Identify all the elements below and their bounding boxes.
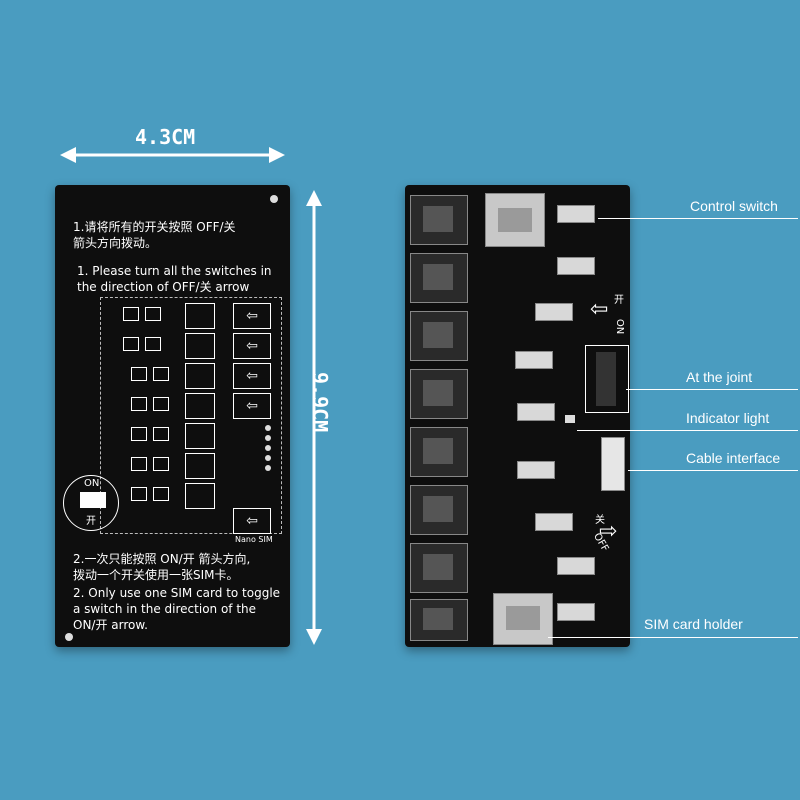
callout-indicator-light: Indicator light	[686, 410, 770, 426]
wiring-diagram	[100, 297, 282, 534]
height-label: 9.9CM	[308, 372, 332, 433]
callout-line	[577, 430, 798, 431]
on-text: ON	[614, 318, 626, 335]
slide-switch[interactable]	[557, 257, 595, 275]
on-arrow-kai: 开	[614, 295, 624, 306]
sim-slot-column	[410, 195, 470, 641]
slide-switch[interactable]	[557, 557, 595, 575]
sim-slot[interactable]	[410, 485, 468, 535]
diagram-arrow-column: ⇦ ⇦ ⇦ ⇦ ⇦	[233, 303, 273, 534]
mount-hole	[65, 633, 73, 641]
sim-slot[interactable]	[410, 253, 468, 303]
height-arrow-icon	[306, 190, 322, 645]
sim-slot[interactable]	[410, 195, 468, 245]
callout-at-the-joint: At the joint	[686, 369, 753, 385]
en-instruction-2: 2. Only use one SIM card to toggle a swi…	[73, 586, 281, 632]
switch-column	[505, 205, 615, 625]
callout-line	[598, 218, 798, 219]
diagram-switch-column	[123, 307, 173, 517]
callout-line	[626, 389, 798, 390]
callout-sim-card-holder: SIM card holder	[644, 616, 743, 632]
cable-interface[interactable]	[601, 437, 625, 491]
sim-slot[interactable]	[410, 599, 468, 641]
callout-line	[548, 637, 798, 638]
mount-hole	[270, 195, 278, 203]
slide-switch[interactable]	[557, 603, 595, 621]
sim-card-holder-bottom[interactable]	[493, 593, 553, 645]
switch-kai-label: 开	[86, 516, 96, 527]
slide-switch[interactable]	[517, 403, 555, 421]
switch-diagram: ON 开	[63, 475, 119, 531]
slide-switch[interactable]	[515, 351, 553, 369]
slide-switch[interactable]	[517, 461, 555, 479]
left-arrow-icon: ⇦	[233, 303, 271, 329]
indicator-light	[565, 415, 575, 423]
on-arrow-marking: ⇦ 开 ON	[590, 291, 630, 335]
width-arrow-icon	[60, 147, 285, 163]
height-dimension: 9.9CM	[300, 190, 340, 645]
width-dimension: 4.3CM	[60, 125, 285, 165]
joint-header[interactable]	[585, 345, 629, 413]
slide-switch[interactable]	[557, 205, 595, 223]
on-arrow-icon: ⇦	[590, 297, 609, 322]
cn-instruction-1: 1.请将所有的开关按照 OFF/关 箭头方向拨动。	[73, 220, 236, 250]
sim-slot[interactable]	[410, 427, 468, 477]
diagram-sim-column	[185, 303, 225, 523]
off-arrow-icon: ⇨	[599, 519, 618, 544]
front-board: 1.请将所有的开关按照 OFF/关 箭头方向拨动。 1. Please turn…	[55, 185, 290, 647]
left-arrow-icon: ⇦	[233, 363, 271, 389]
callout-control-switch: Control switch	[690, 198, 778, 214]
slide-switch[interactable]	[535, 303, 573, 321]
width-label: 4.3CM	[135, 125, 196, 149]
sim-slot[interactable]	[410, 369, 468, 419]
sim-slot[interactable]	[410, 311, 468, 361]
callout-line	[628, 470, 798, 471]
nano-sim-label: Nano SIM	[235, 535, 273, 544]
back-board: ⇦ 开 ON 关 ⇨ OFF	[405, 185, 630, 647]
switch-on-label: ON	[84, 478, 100, 489]
left-arrow-icon: ⇦	[233, 333, 271, 359]
slide-switch[interactable]	[535, 513, 573, 531]
off-arrow-marking: 关 ⇨ OFF	[591, 511, 630, 555]
pin-header-dots	[265, 425, 275, 485]
sim-slot[interactable]	[410, 543, 468, 593]
off-arrow-guan: 关	[595, 515, 605, 526]
en-instruction-1: 1. Please turn all the switches in the d…	[77, 264, 272, 294]
cn-instruction-2: 2.一次只能按照 ON/开 箭头方向, 拨动一个开关使用一张SIM卡。	[73, 552, 251, 582]
left-arrow-icon: ⇦	[233, 508, 271, 534]
left-arrow-icon: ⇦	[233, 393, 271, 419]
callout-cable-interface: Cable interface	[686, 450, 781, 466]
sim-card-holder-top[interactable]	[485, 193, 545, 247]
